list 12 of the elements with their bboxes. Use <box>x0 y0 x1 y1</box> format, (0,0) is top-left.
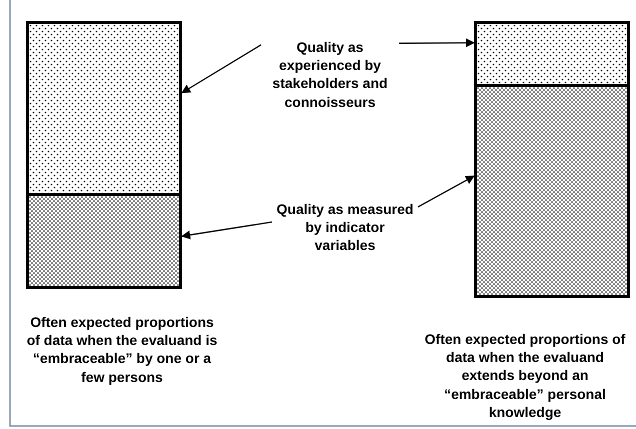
bar-segment <box>474 84 630 298</box>
caption-text: Often expected proportions of data when the evaluand extends beyond an “embraceable” personal knowledge <box>424 330 626 421</box>
arrow <box>181 44 262 94</box>
arrow <box>399 38 475 48</box>
caption-text: Often expected proportions of data when the evaluand is “embraceable” by one or a few persons <box>26 313 218 386</box>
bar-segment <box>26 193 182 289</box>
bar-segment <box>474 21 630 87</box>
bar-segment <box>26 21 182 196</box>
callout-label: Quality as measured by indicator variables <box>276 200 414 255</box>
callout-label: Quality as experienced by stakeholders and connoisseurs <box>271 38 389 111</box>
arrow <box>181 221 272 240</box>
arrow <box>418 175 475 208</box>
